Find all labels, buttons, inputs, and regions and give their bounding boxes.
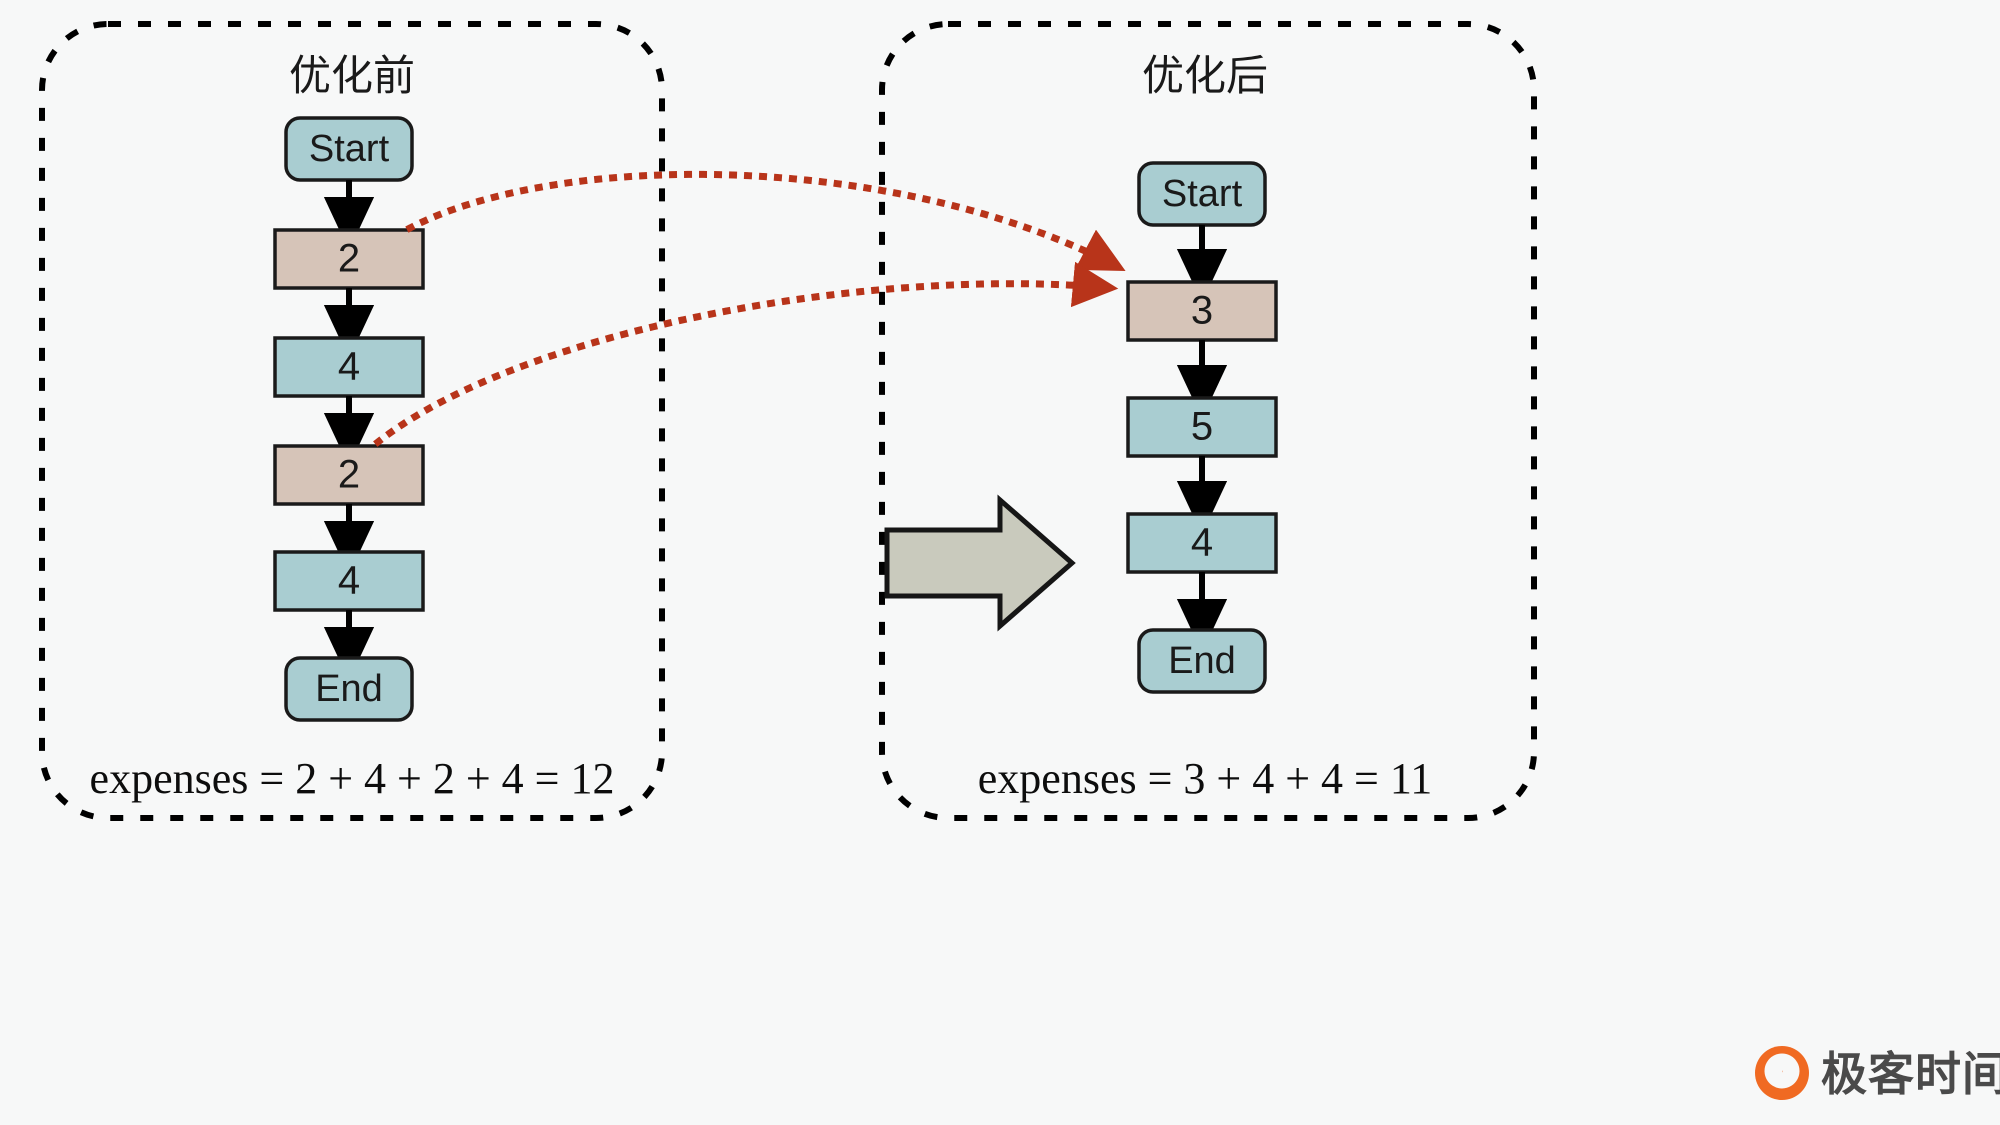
node-before-end-label: End <box>315 668 383 710</box>
panel-after: 优化后 Start 3 5 4 End expenses = 3 + 4 + 4… <box>879 21 1537 821</box>
node-before-step1[interactable] <box>273 228 425 290</box>
node-after-end-label: End <box>1168 640 1236 682</box>
node-after-step2[interactable] <box>1126 396 1278 458</box>
geektime-logo-glyph-icon <box>1764 1053 1800 1089</box>
panel-after-title: 优化后 <box>1142 52 1268 99</box>
node-after-step1-label: 3 <box>1191 289 1213 333</box>
node-after-end[interactable] <box>1137 628 1267 694</box>
expenses-before: expenses = 2 + 4 + 2 + 4 = 12 <box>90 754 615 803</box>
watermark-text: 极客时间 <box>1821 1048 2000 1100</box>
node-before-step1-label: 2 <box>338 237 360 281</box>
node-before-step3[interactable] <box>273 444 425 506</box>
panel-before-border <box>39 21 665 821</box>
node-before-start-label: Start <box>309 128 390 170</box>
node-after-step1[interactable] <box>1126 280 1278 342</box>
node-after-step2-label: 5 <box>1191 405 1213 449</box>
node-before-step4-label: 4 <box>338 559 360 603</box>
expenses-after: expenses = 3 + 4 + 4 = 11 <box>978 754 1432 803</box>
node-after-start-label: Start <box>1162 173 1243 215</box>
geektime-logo-tail-icon <box>1770 1086 1794 1100</box>
node-after-step3-label: 4 <box>1191 521 1213 565</box>
big-right-arrow-icon <box>884 494 1076 632</box>
node-before-step2-label: 4 <box>338 345 360 389</box>
panel-after-border <box>879 21 1537 821</box>
node-before-step3-label: 2 <box>338 453 360 497</box>
panel-before-title: 优化前 <box>289 52 415 99</box>
watermark: 极客时间 <box>1755 1046 2000 1100</box>
node-before-end[interactable] <box>284 656 414 722</box>
panel-before: 优化前 Start 2 4 2 4 End expen <box>39 21 665 821</box>
